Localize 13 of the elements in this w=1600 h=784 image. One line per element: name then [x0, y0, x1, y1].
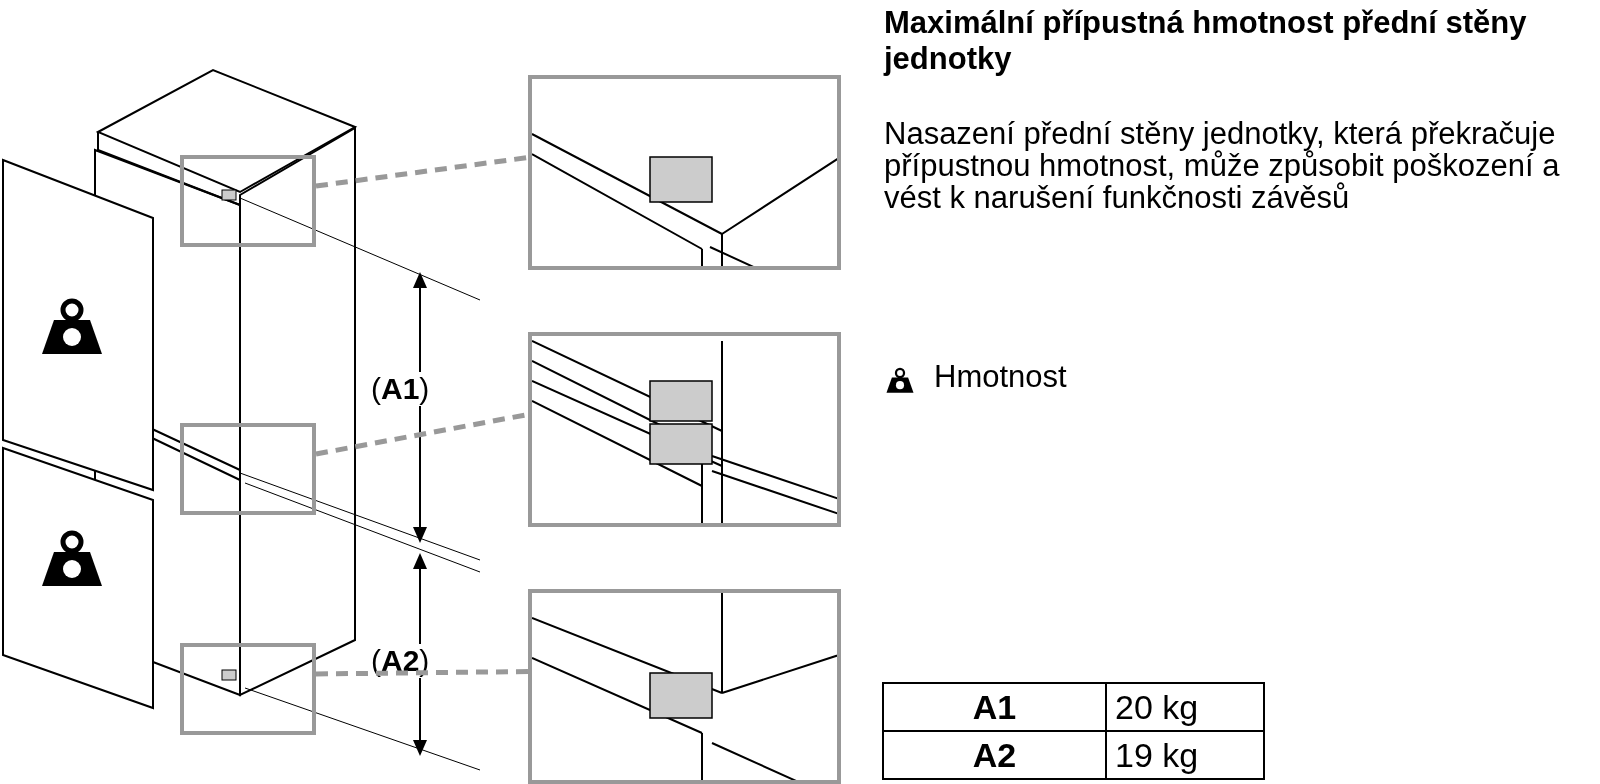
hinge-detail-frame [528, 75, 841, 270]
key-cell: A2 [883, 731, 1106, 779]
value-cell: 20 kg [1106, 683, 1264, 731]
magnifier-frame [180, 423, 316, 515]
description-text: Nasazení přední stěny jednotky, která překračuje přípustnou hmotnost, může způsobit poškození a vést k narušení funkčnosti závěsů [884, 118, 1561, 214]
magnifier-frame [180, 643, 316, 735]
heading: Maximální přípustná hmotnost přední stěny jednotky [884, 5, 1528, 77]
magnifier-frame [180, 155, 316, 247]
dashed-connector [315, 669, 529, 677]
value-cell: 19 kg [1106, 731, 1264, 779]
key-cell: A1 [883, 683, 1106, 731]
legend-label: Hmotnost [934, 359, 1067, 395]
dashed-connector [315, 155, 529, 189]
